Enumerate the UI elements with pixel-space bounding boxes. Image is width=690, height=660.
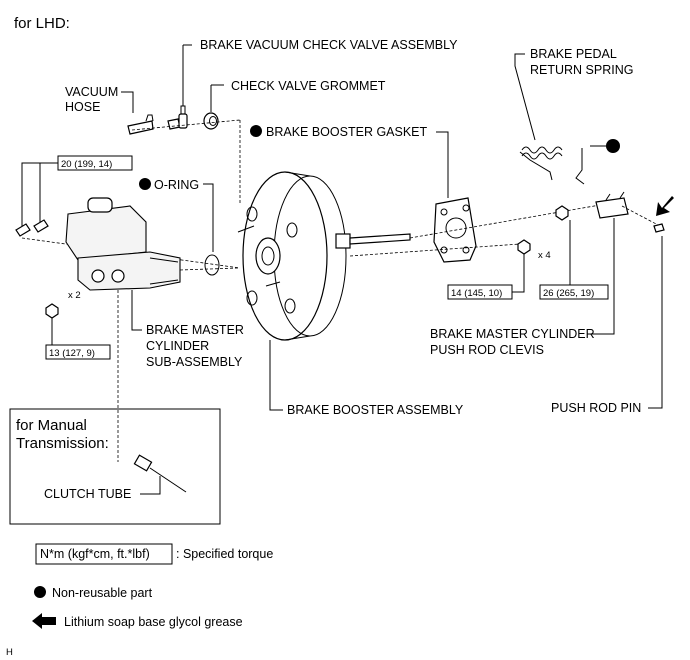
label-clutch-tube: CLUTCH TUBE (44, 487, 131, 501)
legend-nonreusable-icon (34, 586, 46, 598)
torque-box-26 (539, 284, 609, 300)
booster-nut (517, 239, 531, 255)
label-push-rod-pin: PUSH ROD PIN (551, 401, 641, 415)
bleeder-screws (15, 219, 49, 237)
grease-arrow-icon (656, 196, 674, 216)
legend-torque-box (35, 543, 173, 565)
label-booster-assembly: BRAKE BOOSTER ASSEMBLY (287, 403, 464, 417)
torque-14: 14 (145, 10) (451, 288, 502, 299)
master-cyl-nut (45, 303, 59, 319)
legend-torque-text: : Specified torque (176, 547, 273, 561)
inset-line-2: Transmission: (16, 435, 109, 452)
nonreusable-mark-oring (139, 178, 151, 190)
mult-x2: x 2 (68, 290, 81, 301)
push-rod-pin (653, 223, 665, 233)
label-check-valve-grommet: CHECK VALVE GROMMET (231, 79, 386, 93)
torque-box-13 (45, 344, 111, 360)
vacuum-hose (127, 114, 154, 135)
o-ring (204, 254, 220, 276)
manual-transmission-inset (9, 408, 221, 525)
label-master-cyl-2: CYLINDER (146, 339, 209, 353)
legend-grease-text: Lithium soap base glycol grease (64, 615, 243, 629)
legend-nonreusable-text: Non-reusable part (52, 586, 153, 600)
clevis-locknut (555, 205, 569, 221)
label-check-valve-assembly: BRAKE VACUUM CHECK VALVE ASSEMBLY (200, 38, 458, 52)
legend-torque-unit: N*m (kgf*cm, ft.*lbf) (40, 547, 150, 561)
brake-master-cylinder (65, 197, 181, 291)
pedal-return-spring (519, 146, 563, 181)
push-rod-clevis (595, 191, 629, 219)
label-booster-gasket: BRAKE BOOSTER GASKET (266, 125, 428, 139)
inset-line-1: for Manual (16, 417, 87, 434)
check-valve (167, 44, 192, 130)
label-master-cyl-3: SUB-ASSEMBLY (146, 355, 243, 369)
label-vacuum-hose-2: HOSE (65, 100, 100, 114)
nonreusable-mark-gasket (250, 125, 262, 137)
brake-booster (237, 171, 411, 341)
label-o-ring: O-RING (154, 178, 199, 192)
legend-grease-arrow-icon (32, 613, 56, 629)
torque-13: 13 (127, 9) (49, 348, 95, 359)
page-title: for LHD: (14, 15, 70, 32)
label-clevis-1: BRAKE MASTER CYLINDER (430, 327, 595, 341)
label-pedal-spring-2: RETURN SPRING (530, 63, 633, 77)
label-pedal-spring-1: BRAKE PEDAL (530, 47, 617, 61)
mult-x4: x 4 (538, 250, 551, 261)
torque-26: 26 (265, 19) (543, 288, 594, 299)
torque-20: 20 (199, 14) (61, 159, 112, 170)
label-clevis-2: PUSH ROD CLEVIS (430, 343, 544, 357)
label-master-cyl-1: BRAKE MASTER (146, 323, 244, 337)
footer-code: H (6, 647, 13, 658)
check-valve-grommet (203, 84, 224, 130)
clutch-tube (133, 454, 187, 493)
label-vacuum-hose-1: VACUUM (65, 85, 118, 99)
nonreusable-mark-clip (606, 139, 620, 153)
